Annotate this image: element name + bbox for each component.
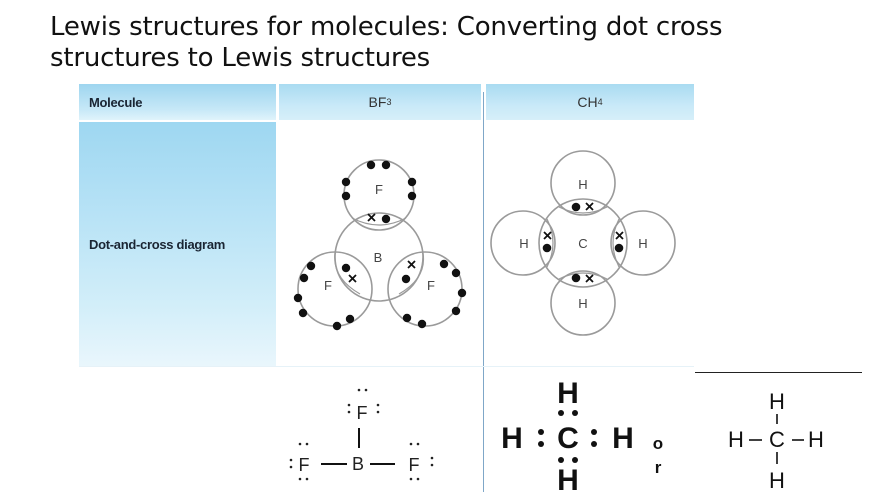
row-label-text: Dot-and-cross diagram — [89, 236, 226, 252]
bf3-dot-cross-diagram: F B F F — [293, 159, 467, 331]
ch4-left-h-label: H — [519, 236, 528, 251]
bf3-lewis-top-f: F — [357, 403, 368, 423]
header-ch4-sub: 4 — [597, 97, 603, 107]
header-bf3-sub: 3 — [386, 97, 392, 107]
header-molecule: Molecule — [79, 84, 276, 120]
ch4-dot-c: C — [557, 422, 579, 455]
header-ch4-base: CH — [577, 94, 598, 110]
ch4-dot-cross-diagram: H C H H H — [490, 150, 676, 336]
bf3-lewis-right-f: F — [409, 455, 420, 475]
ch4-right-h-label: H — [638, 236, 647, 251]
ch4-dot-top-h: H — [557, 377, 579, 410]
ch4-line-top-h: H — [769, 389, 785, 414]
bf3-lewis-left-f: F — [299, 455, 310, 475]
or-word-line2: r — [655, 458, 662, 477]
ch4-dot-right-h: H — [612, 422, 634, 455]
bf3-lewis-structure: F B F F — [289, 388, 434, 481]
separator-line — [695, 372, 862, 373]
ch4-line-c: C — [769, 427, 785, 452]
ch4-line-left-h: H — [728, 427, 744, 452]
ch4-dot-bottom-h: H — [557, 464, 579, 495]
ch4-top-h-label: H — [578, 177, 587, 192]
header-molecule-label: Molecule — [89, 94, 143, 110]
row-label-dot-cross: Dot-and-cross diagram — [79, 122, 276, 366]
bf3-b-label: B — [374, 250, 383, 265]
column-divider — [483, 92, 484, 492]
or-word-line1: o — [653, 434, 663, 453]
bf3-left-f-label: F — [324, 278, 332, 293]
ch4-line-bottom-h: H — [769, 468, 785, 493]
ch4-line-right-h: H — [808, 427, 824, 452]
ch4-lewis-line-structure: H C H H H — [728, 389, 824, 493]
slide-title: Lewis structures for molecules: Converti… — [50, 12, 723, 73]
bf3-lewis-b: B — [352, 454, 364, 474]
ch4-dot-left-h: H — [501, 422, 523, 455]
bf3-top-f-label: F — [375, 182, 383, 197]
ch4-bottom-h-label: H — [578, 296, 587, 311]
ch4-c-label: C — [578, 236, 587, 251]
ch4-lewis-dot-structure: H C H H H o r — [501, 377, 663, 495]
bf3-right-f-label: F — [427, 278, 435, 293]
header-bf3-base: BF — [368, 94, 387, 110]
row-divider — [79, 366, 694, 367]
